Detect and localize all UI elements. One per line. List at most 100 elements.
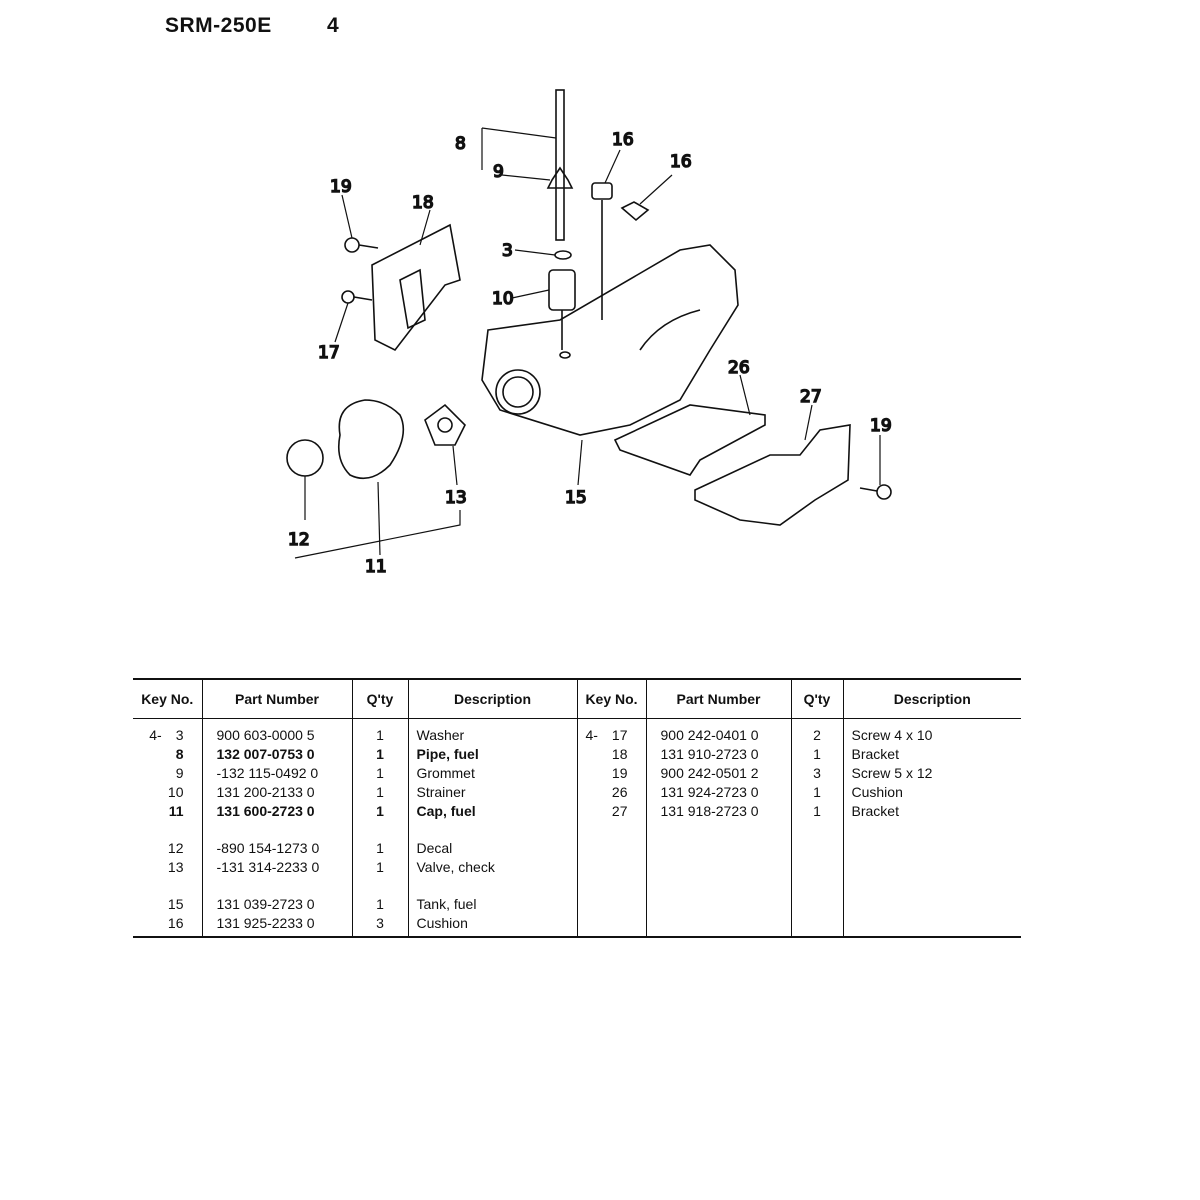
callout-3: 3 bbox=[502, 241, 513, 261]
callout-15: 15 bbox=[565, 488, 587, 508]
empty-cell bbox=[352, 820, 409, 838]
model-title: SRM-250E bbox=[165, 14, 272, 37]
callout-8: 8 bbox=[455, 134, 466, 154]
empty-cell bbox=[646, 820, 792, 838]
empty-cell bbox=[791, 838, 844, 857]
qty-cell: 1 bbox=[352, 857, 409, 876]
qty-cell-2: 1 bbox=[791, 801, 844, 820]
description-cell: Cushion bbox=[408, 913, 578, 938]
part-number-cell-2: 131 924-2723 0 bbox=[646, 782, 792, 801]
description-cell: Grommet bbox=[408, 763, 578, 782]
key-number: 19 bbox=[611, 764, 628, 781]
qty-cell: 1 bbox=[352, 744, 409, 763]
callout-11: 11 bbox=[365, 557, 387, 577]
fuel-cap-shape bbox=[337, 399, 405, 480]
part-number-cell: 131 039-2723 0 bbox=[202, 894, 353, 913]
key-prefix: 4- bbox=[149, 726, 162, 743]
key-number: 26 bbox=[611, 783, 628, 800]
header-key-no: Key No. bbox=[133, 678, 203, 719]
description-cell: Decal bbox=[408, 838, 578, 857]
key-number: 16 bbox=[167, 914, 184, 931]
empty-cell bbox=[646, 857, 792, 876]
diagram-svg: 8 9 16 16 19 18 3 10 17 26 27 19 12 11 1… bbox=[286, 89, 892, 578]
description-cell-2: Bracket bbox=[851, 745, 899, 762]
part-number-cell: 131 600-2723 0 bbox=[202, 801, 353, 820]
part-number-cell: 131 200-2133 0 bbox=[202, 782, 353, 801]
part-number-cell: 132 007-0753 0 bbox=[202, 744, 353, 763]
key-number: 3 bbox=[175, 726, 184, 743]
screw-19-shape bbox=[344, 237, 360, 253]
key-no-cell: 8 bbox=[133, 744, 203, 763]
empty-cell bbox=[843, 894, 1021, 913]
callout-19a: 19 bbox=[330, 177, 352, 197]
description-cell-2: Screw 5 x 12 bbox=[851, 764, 933, 781]
key-no-cell: 12 bbox=[133, 838, 203, 857]
qty-cell-2: 2 bbox=[791, 718, 844, 744]
key-number: 12 bbox=[167, 839, 184, 856]
qty-cell-2: 1 bbox=[791, 782, 844, 801]
decal-shape bbox=[286, 439, 324, 477]
empty-cell bbox=[352, 876, 409, 894]
description-cell: Valve, check bbox=[408, 857, 578, 876]
description-cell: Pipe, fuel bbox=[408, 744, 578, 763]
empty-cell bbox=[843, 838, 1021, 857]
key-no-cell-2: 26 bbox=[577, 782, 647, 801]
empty-cell bbox=[408, 876, 578, 894]
part-number-cell: 131 925-2233 0 bbox=[202, 913, 353, 938]
fuel-tank-shape bbox=[481, 244, 739, 436]
empty-cell bbox=[577, 820, 647, 838]
key-no-cell-2: 27 bbox=[577, 801, 647, 820]
callout-10: 10 bbox=[492, 289, 514, 309]
description-cell-2: Bracket bbox=[851, 802, 899, 819]
key-no-cell: 11 bbox=[133, 801, 203, 820]
empty-cell bbox=[843, 820, 1021, 838]
empty-cell bbox=[577, 876, 647, 894]
cushion-shape bbox=[591, 182, 613, 200]
key-no-cell: 13 bbox=[133, 857, 203, 876]
empty-cell bbox=[202, 876, 353, 894]
part-number-cell: 900 603-0000 5 bbox=[202, 718, 353, 744]
fuel-pipe-shape bbox=[555, 89, 565, 241]
callout-13: 13 bbox=[445, 488, 467, 508]
callout-16a: 16 bbox=[612, 130, 634, 150]
callout-26: 26 bbox=[728, 358, 750, 378]
key-no-cell: 10 bbox=[133, 782, 203, 801]
empty-cell bbox=[843, 857, 1021, 876]
part-number-cell: -890 154-1273 0 bbox=[202, 838, 353, 857]
part-number-cell-2: 131 910-2723 0 bbox=[646, 744, 792, 763]
qty-cell-2: 1 bbox=[791, 744, 844, 763]
qty-cell: 3 bbox=[352, 913, 409, 938]
callout-9: 9 bbox=[493, 162, 504, 182]
callout-16b: 16 bbox=[670, 152, 692, 172]
qty-cell: 1 bbox=[352, 782, 409, 801]
description-cell-2: Cushion bbox=[851, 783, 903, 800]
empty-cell bbox=[577, 838, 647, 857]
empty-cell bbox=[791, 894, 844, 913]
key-no-cell: 9 bbox=[133, 763, 203, 782]
empty-cell bbox=[791, 820, 844, 838]
part-number-cell: -132 115-0492 0 bbox=[202, 763, 353, 782]
part-number-cell-2: 131 918-2723 0 bbox=[646, 801, 792, 820]
strainer-shape bbox=[548, 269, 576, 311]
qty-cell: 1 bbox=[352, 894, 409, 913]
qty-cell: 1 bbox=[352, 763, 409, 782]
empty-cell bbox=[791, 913, 844, 938]
header-qty-2: Q'ty bbox=[791, 678, 844, 719]
key-no-cell: 4- 3 bbox=[133, 718, 203, 744]
empty-cell bbox=[408, 820, 578, 838]
key-number: 9 bbox=[175, 764, 184, 781]
table-header-row: Key No. Part Number Q'ty Description Key… bbox=[133, 678, 1021, 719]
check-valve-shape bbox=[424, 403, 466, 446]
key-number: 17 bbox=[611, 726, 628, 743]
part-number-cell: -131 314-2233 0 bbox=[202, 857, 353, 876]
part-number-cell-2: 900 242-0501 2 bbox=[646, 763, 792, 782]
empty-cell bbox=[646, 894, 792, 913]
tank-neck-shape bbox=[495, 369, 541, 415]
description-cell: Washer bbox=[408, 718, 578, 744]
empty-cell bbox=[791, 876, 844, 894]
